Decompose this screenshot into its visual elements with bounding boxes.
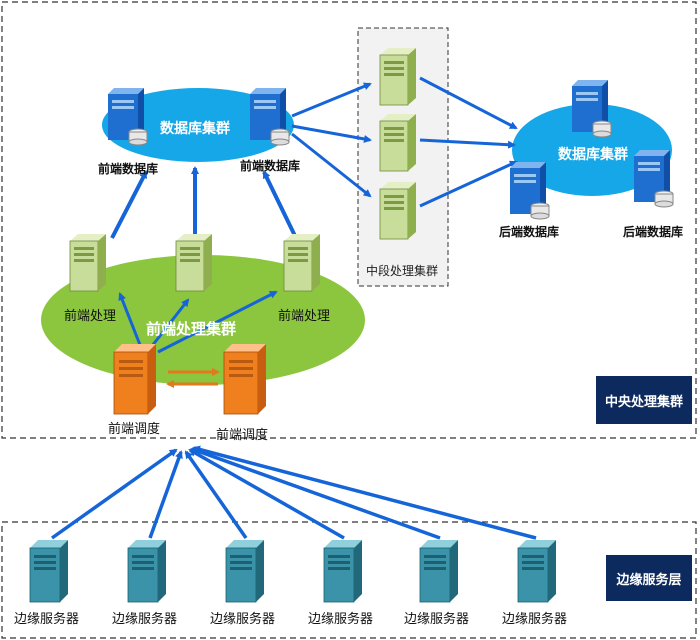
- front-db-label-2: 前端数据库: [240, 159, 301, 173]
- mid-server-1: [379, 47, 417, 106]
- edge-server-2: [127, 539, 167, 603]
- arrow-edge1: [50, 448, 178, 540]
- arrow-edge6: [192, 445, 537, 540]
- arrow-sched-proc2: [150, 298, 190, 347]
- arrow-proc1-db: [110, 170, 148, 239]
- central-cluster-frame: [1, 1, 697, 439]
- mid-server-2: [379, 113, 417, 172]
- front-proc-label-1: 前端处理: [64, 308, 117, 323]
- scheduler-server-1: [113, 343, 157, 415]
- arrow-mid3-backdb: [419, 160, 518, 208]
- front-db-cloud-label: 数据库集群: [160, 120, 230, 136]
- arrow-db-mid1: [291, 82, 372, 118]
- edge-server-1: [29, 539, 69, 603]
- arrow-sched-proc3: [157, 290, 278, 354]
- front-proc-server-1: [69, 233, 107, 292]
- front-db-cloud: [102, 88, 294, 162]
- edge-server-label-2: 边缘服务器: [112, 611, 178, 626]
- back-db-server-1: [509, 161, 550, 220]
- edge-server-label-3: 边缘服务器: [210, 611, 276, 626]
- middle-cluster-label: 中段处理集群: [366, 264, 439, 278]
- edge-server-label-5: 边缘服务器: [404, 611, 470, 626]
- edge-server-4: [323, 539, 363, 603]
- back-db-server-2: [633, 149, 674, 208]
- scheduler-label-1: 前端调度: [108, 421, 161, 436]
- arrow-edge4: [188, 448, 345, 540]
- arrow-edge3: [184, 450, 248, 540]
- scheduler-label-2: 前端调度: [216, 427, 269, 442]
- edge-server-6: [517, 539, 557, 603]
- front-db-server-1: [107, 87, 148, 146]
- edge-server-label-6: 边缘服务器: [502, 611, 568, 626]
- arrow-db-mid2: [291, 124, 372, 143]
- back-db-cloud-label: 数据库集群: [558, 146, 628, 162]
- edge-layer-tag: 边缘服务层: [606, 555, 692, 601]
- arrow-mid2-backdb: [419, 138, 516, 149]
- arrow-edge5: [190, 447, 441, 540]
- front-proc-cloud-label: 前端处理集群: [146, 321, 237, 338]
- arrow-mid1-backdb: [419, 76, 518, 130]
- front-db-label-1: 前端数据库: [98, 162, 159, 176]
- back-db-label-1: 后端数据库: [499, 225, 560, 239]
- arrow-sched-proc1: [118, 292, 144, 351]
- arrow-proc3-db: [262, 170, 298, 239]
- arrow-db-mid3: [291, 132, 372, 198]
- front-proc-label-3: 前端处理: [278, 308, 331, 323]
- front-proc-server-3: [283, 233, 321, 292]
- edge-layer-frame: [1, 521, 697, 639]
- back-db-label-2: 后端数据库: [623, 225, 684, 239]
- front-proc-server-2: [175, 233, 213, 292]
- scheduler-server-2: [223, 343, 267, 415]
- edge-server-label-1: 边缘服务器: [14, 611, 80, 626]
- edge-server-label-4: 边缘服务器: [308, 611, 374, 626]
- edge-server-5: [419, 539, 459, 603]
- back-db-server-top: [571, 79, 612, 138]
- front-db-server-2: [249, 87, 290, 146]
- central-cluster-tag: 中央处理集群: [596, 376, 692, 424]
- arrow-edge2: [148, 450, 183, 539]
- back-db-cloud: [512, 104, 672, 196]
- mid-server-3: [379, 181, 417, 240]
- edge-server-3: [225, 539, 265, 603]
